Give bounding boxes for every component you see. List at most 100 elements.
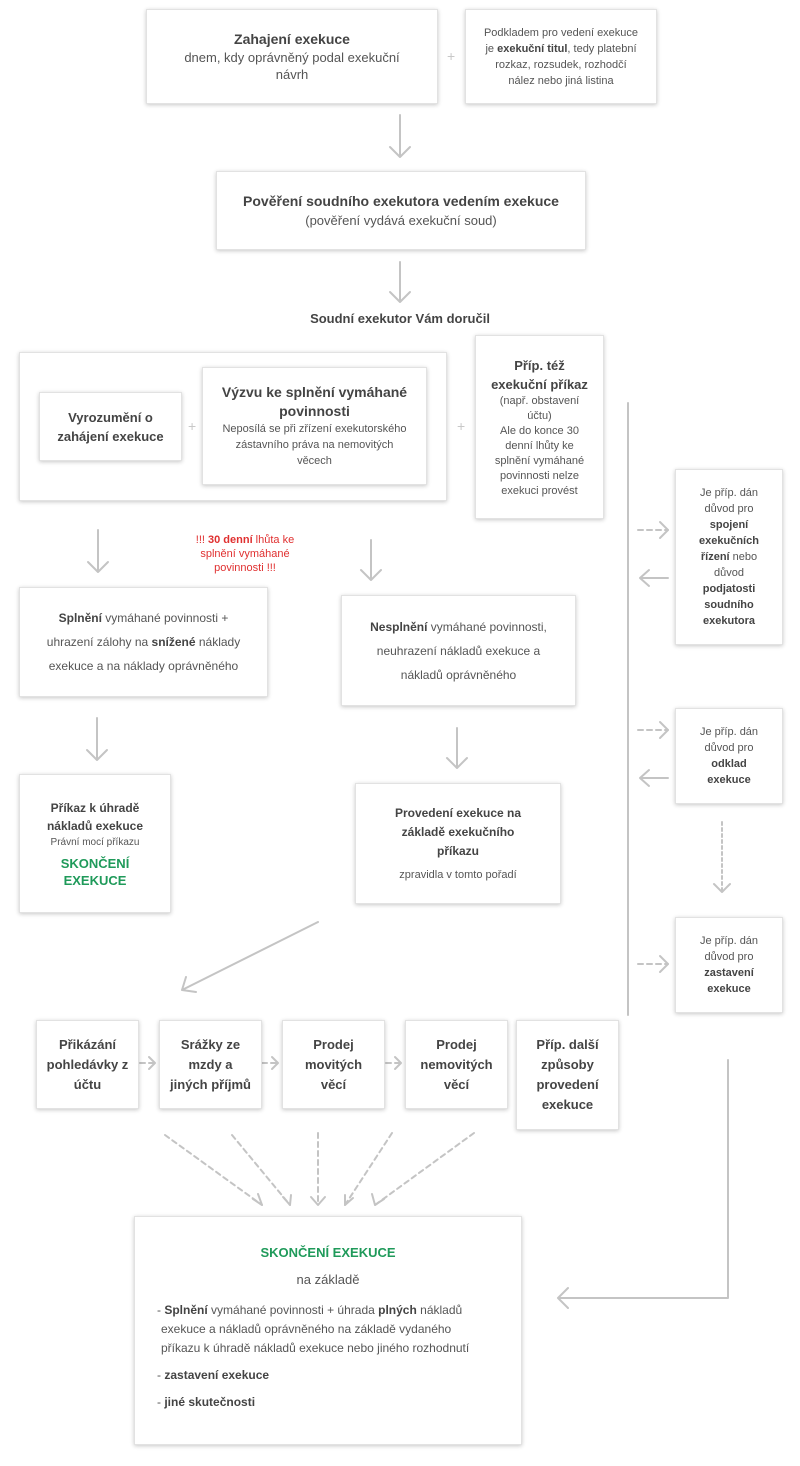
fulfil-box: Splnění vymáhané povinnosti + uhrazení z… [19,587,268,697]
deadline-line-3: povinnosti !!! [214,562,276,574]
basis-box: Podkladem pro vedení exekuce je exekuční… [465,9,657,104]
deadline-line-2: splnění vymáhané [200,548,290,560]
merge-box: Je příp. dán důvod pro spojení exekučníc… [675,469,783,645]
arrow-fulfil-to-cost-order [86,717,108,761]
method-2-line-1: Srážky ze [180,1036,241,1052]
order-title-1: Příp. též [514,357,565,373]
summons-title-2: povinnosti [279,403,350,419]
method-2-line-2: mzdy a [188,1056,233,1072]
notice-line-1: Vyrozumění o [68,409,153,425]
execution-line-1: Provedení exekuce na [394,806,522,820]
method-5-line-1: Příp. další [536,1037,599,1052]
end-item-2: - zastavení exekuce [157,1368,270,1382]
start-desc: dnem, kdy oprávněný podal exekuční návrh [184,49,400,82]
stop-line-2: důvod pro [704,951,754,963]
commission-desc: (pověření vydává exekuční soud) [305,213,497,228]
start-title: Zahajení exekuce [234,30,350,47]
method-2-line-3: jiných příjmů [170,1076,251,1092]
end-item-1-line-3: příkazu k úhradě nákladů exekuce nebo ji… [161,1341,470,1355]
method-4-line-2: nemovitých [420,1056,493,1072]
end-title: SKONČENÍ EXEKUCE [260,1245,396,1260]
execution-line-2: základě exekučního [401,825,515,839]
arrow-commission-to-delivered [389,261,411,303]
order-desc-3: Ale do konce 30 [500,424,579,437]
arrow-m2-to-end [231,1134,291,1206]
deadline-warning: !!! 30 denní lhůta ke splnění vymáhané p… [175,533,315,575]
merge-line-4: exekučních [699,535,759,547]
stop-line-1: Je příp. dán [699,935,759,947]
stop-box: Je příp. dán důvod pro zastavení exekuce [675,917,783,1013]
nonfulfil-line-2: neuhrazení nákladů exekuce a [376,643,541,658]
start-box: Zahajení exekuce dnem, kdy oprávněný pod… [146,9,438,104]
arrow-execution-to-methods [181,921,319,993]
arrow-nonfulfil-to-execution [446,727,468,769]
basis-line-2: je exekuční titul, tedy platební [485,42,637,55]
method-other-box: Příp. další způsoby provedení exekuce [516,1020,619,1130]
order-desc-5: splnění vymáhané [494,454,585,467]
fulfil-line-2: uhrazení zálohy na snížené náklady [46,635,241,649]
end-subtitle: na základě [296,1272,360,1287]
nonfulfil-line-1: Nesplnění vymáhané povinnosti, [370,619,547,634]
merge-line-6: důvod [714,567,744,579]
nonfulfil-line-3: nákladů oprávněného [400,667,517,682]
summons-title-1: Výzvu ke splnění vymáhané [221,384,408,400]
deadline-line-1: !!! 30 denní lhůta ke [195,534,295,546]
postpone-line-3: odklad [711,758,747,770]
summons-desc-2: zástavního práva na nemovitých [235,439,394,451]
method-3-line-1: Prodej [313,1036,354,1052]
postpone-line-1: Je příp. dán [699,726,759,738]
postpone-box: Je příp. dán důvod pro odklad exekuce [675,708,783,804]
method-3-line-3: věcí [320,1076,347,1092]
execution-line-4: zpravidla v tomto pořadí [399,869,517,881]
execution-box: Provedení exekuce na základě exekučního … [355,783,561,904]
notice-line-2: zahájení exekuce [57,428,164,444]
basis-line-1: Podkladem pro vedení exekuce [483,26,639,39]
end-list: - Splnění vymáhané povinnosti + úhrada p… [157,1301,469,1412]
summons-desc-1: Neposílá se při zřízení exekutorského [222,423,407,435]
basis-line-4: nález nebo jiná listina [508,74,614,87]
cost-order-box: Příkaz k úhradě nákladů exekuce Právní m… [19,774,171,913]
postpone-line-4: exekuce [707,774,751,786]
order-title-2: exekuční příkaz [491,376,588,392]
stop-line-4: exekuce [707,983,751,995]
arrow-m1-to-end [164,1134,263,1206]
delivered-heading: Soudní exekutor Vám doručil [310,311,490,326]
method-5-line-4: exekuce [541,1097,594,1112]
merge-line-2: důvod pro [704,503,754,515]
cost-order-line-4: SKONČENÍ [60,855,130,871]
merge-line-7: podjatosti [702,583,756,595]
method-1-line-3: účtu [73,1076,102,1092]
method-4-line-1: Prodej [436,1036,477,1052]
method-5-line-3: provedení [536,1077,599,1092]
merge-line-9: exekutora [703,615,755,627]
arrow-to-nonfulfil [360,539,382,581]
method-realestate-box: Prodej nemovitých věcí [405,1020,508,1109]
commission-box: Pověření soudního exekutora vedením exek… [216,171,586,250]
summons-desc-3: věcech [297,455,332,467]
arrow-side-to-end [557,1059,729,1309]
end-box: SKONČENÍ EXEKUCE na základě - Splnění vy… [134,1216,522,1445]
method-3-line-2: movitých [304,1056,363,1072]
nonfulfil-box: Nesplnění vymáhané povinnosti, neuhrazen… [341,595,576,706]
arrow-m5-to-end [374,1132,475,1206]
arrow-merge-back [639,569,669,587]
cost-order-line-3: Právní mocí příkazu [50,836,140,848]
method-movables-box: Prodej movitých věcí [282,1020,385,1109]
plus-sign: + [457,418,466,434]
end-item-1-line-1: - Splnění vymáhané povinnosti + úhrada p… [157,1303,463,1317]
plus-sign: + [447,48,456,64]
order-desc-4: denní lhůty ke [505,439,574,452]
arrow-to-fulfil [87,529,109,573]
notice-box: Vyrozumění o zahájení exekuce [39,392,182,461]
method-account-box: Přikázání pohledávky z účtu [36,1020,139,1109]
fulfil-line-1: Splnění vymáhané povinnosti + [58,611,229,625]
merge-line-3: spojení [709,519,749,531]
execution-line-3: příkazu [436,844,479,858]
method-5-line-2: způsoby [541,1057,594,1072]
end-item-3: - jiné skutečnosti [157,1395,256,1409]
commission-title: Pověření soudního exekutora vedením exek… [243,193,559,209]
arrow-postpone-back [639,769,669,787]
method-4-line-3: věcí [443,1076,470,1092]
fulfil-line-3: exekuce a na náklady oprávněného [48,659,239,673]
order-desc-2: účtu) [527,409,552,422]
